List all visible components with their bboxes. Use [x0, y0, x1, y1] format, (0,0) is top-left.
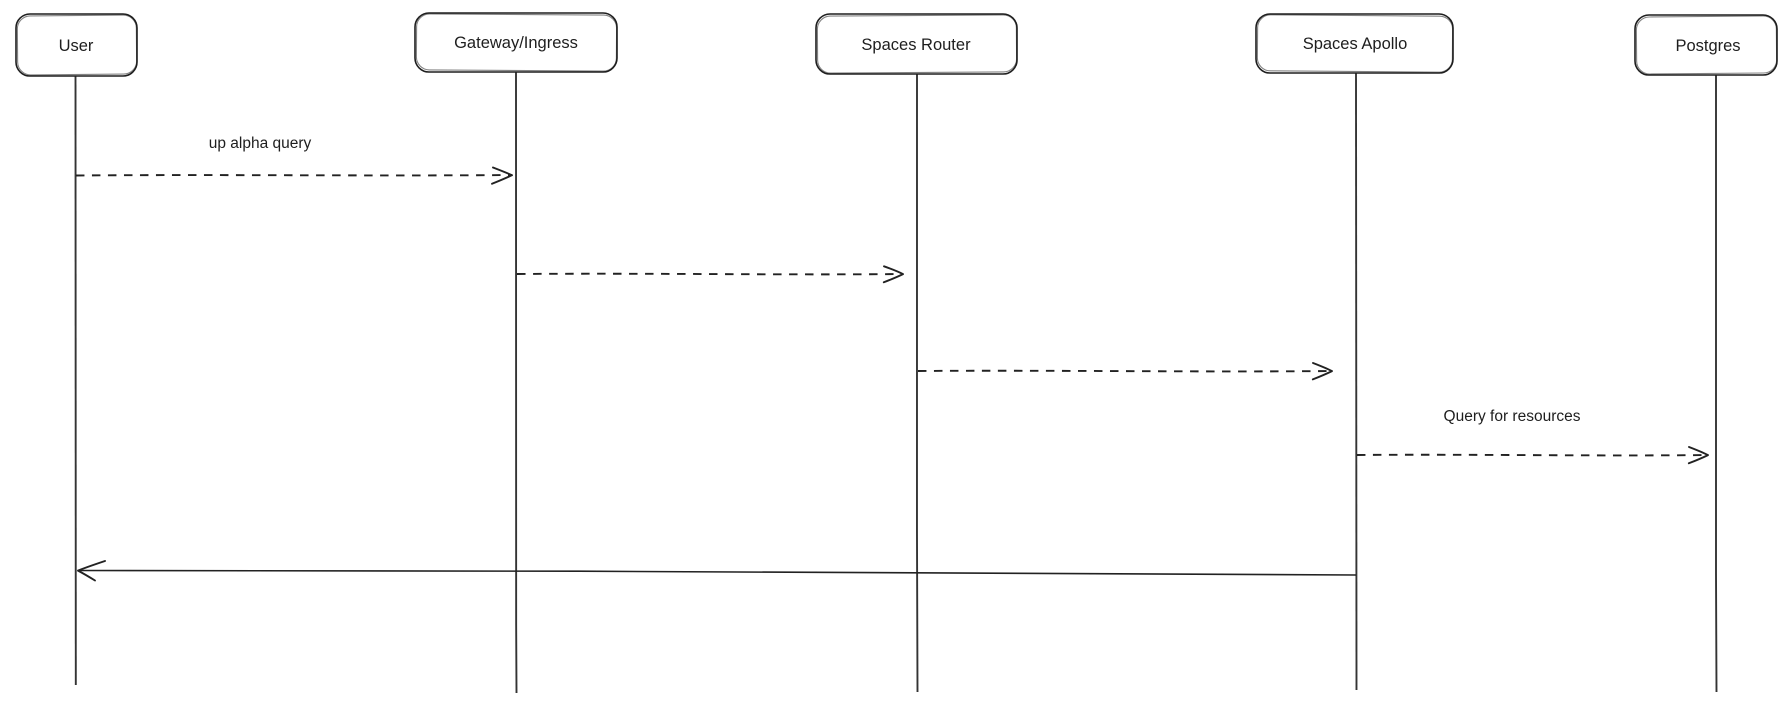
message-4-line — [1356, 453, 1709, 457]
lifeline-user — [74, 75, 77, 686]
actor-postgres: Postgres — [1634, 14, 1778, 76]
message-1-line — [75, 174, 513, 177]
message-3-arrowhead — [1311, 362, 1333, 381]
message-2-line — [516, 272, 904, 276]
actor-spaces-apollo-label: Spaces Apollo — [1303, 35, 1408, 53]
actor-postgres-label: Postgres — [1675, 37, 1740, 55]
actor-gateway-ingress-box-sketch — [415, 13, 618, 72]
actor-spaces-apollo-box-sketch — [1256, 14, 1454, 73]
message-3-line — [917, 369, 1333, 373]
lifeline-spaces-router — [916, 73, 919, 693]
actor-user-box-sketch — [16, 14, 138, 76]
actor-user: User — [15, 13, 138, 77]
actor-user-label: User — [59, 37, 94, 55]
lifeline-postgres — [1715, 74, 1718, 693]
lifeline-gateway-ingress — [515, 71, 518, 694]
actor-spaces-router-label: Spaces Router — [861, 36, 971, 54]
actor-postgres-box-sketch — [1635, 15, 1778, 75]
message-5 — [77, 560, 1357, 582]
message-4-arrowhead — [1687, 446, 1709, 465]
actor-spaces-router-box-sketch — [816, 14, 1018, 74]
message-5-line — [77, 569, 1357, 576]
message-2-arrowhead — [882, 265, 904, 284]
lifeline-spaces-apollo — [1355, 72, 1358, 691]
actor-gateway-ingress: Gateway/Ingress — [414, 12, 618, 73]
actor-spaces-router: Spaces Router — [815, 13, 1018, 75]
actor-spaces-apollo: Spaces Apollo — [1255, 13, 1454, 74]
message-5-arrowhead — [77, 560, 106, 582]
message-2 — [516, 265, 904, 284]
actor-gateway-ingress-label: Gateway/Ingress — [454, 34, 578, 52]
message-1-label: up alpha query — [209, 135, 312, 152]
message-1-arrowhead — [491, 166, 513, 185]
message-3 — [917, 362, 1333, 381]
message-4-label: Query for resources — [1444, 408, 1581, 425]
lifelines — [74, 71, 1718, 694]
message-4: Query for resources — [1356, 408, 1709, 465]
message-1: up alpha query — [75, 135, 513, 185]
